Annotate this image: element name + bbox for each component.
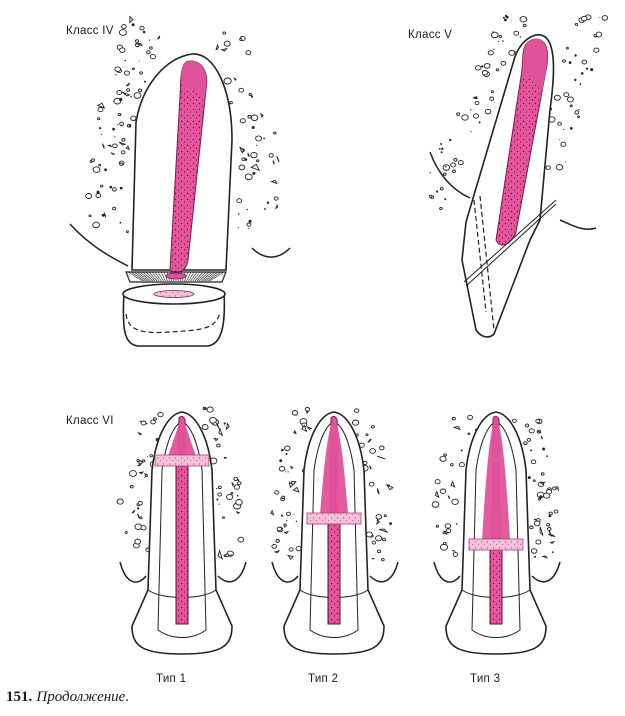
type-2-fracture-line xyxy=(306,512,362,525)
class-5-panel: Класс V xyxy=(408,14,609,338)
type-2-tooth xyxy=(270,407,399,655)
class-5-bone xyxy=(429,151,597,231)
class-5-fracture-line xyxy=(463,199,557,283)
type-1-fracture-line xyxy=(154,454,210,467)
class-5-dashed-root-line xyxy=(479,195,495,331)
caption-number: 151. xyxy=(6,689,33,705)
type-2-label: Тип 2 xyxy=(308,673,338,685)
class-4-bone xyxy=(69,26,291,269)
type-3-pulp-canal xyxy=(489,549,503,625)
type-3-fracture-line xyxy=(468,538,524,551)
class-4-root-fragment xyxy=(122,283,226,347)
class-6-panel: Класс VI Тип 1 Тип 2 Тип 3 xyxy=(66,406,561,685)
class-4-label: Класс IV xyxy=(66,25,114,37)
type-1-label: Тип 1 xyxy=(156,673,186,685)
type-1-bone-speckles xyxy=(116,406,245,560)
class-5-label: Класс V xyxy=(408,29,452,41)
class-4-fracture-surface xyxy=(125,271,227,283)
class-6-label: Класс VI xyxy=(66,415,114,427)
type-3-label: Тип 3 xyxy=(470,673,500,685)
class-5-bone-speckles xyxy=(428,14,609,212)
type-1-pulp-canal xyxy=(175,465,189,625)
type-3-bone-speckles xyxy=(431,414,560,559)
type-2-bone-speckles xyxy=(270,407,394,562)
caption-text: Продолжение. xyxy=(36,689,130,705)
class-4-bone-speckles xyxy=(85,15,280,234)
class-4-panel: Класс IV xyxy=(66,15,291,347)
figure-caption: 151. Продолжение. xyxy=(6,688,129,706)
type-2-pulp-canal xyxy=(327,523,341,625)
type-1-tooth xyxy=(116,406,247,655)
type-3-tooth xyxy=(431,411,561,655)
